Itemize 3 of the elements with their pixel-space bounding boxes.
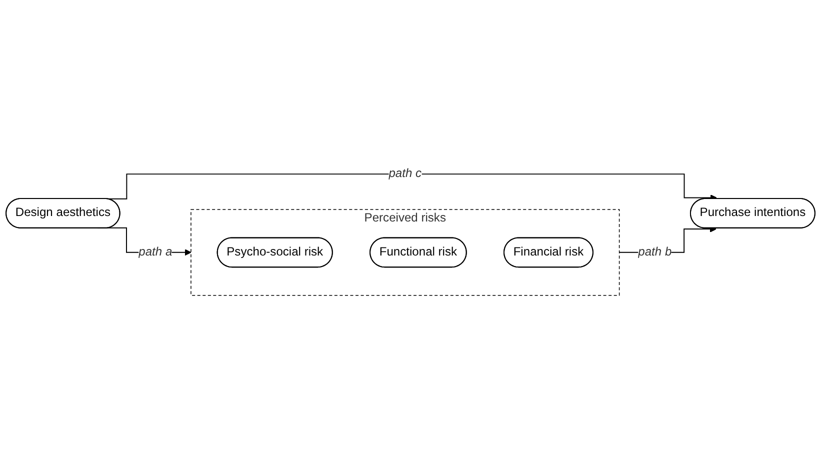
edge-label: path a <box>138 246 172 259</box>
edge-label: path c <box>388 168 422 180</box>
edge-label: path b <box>638 246 672 259</box>
